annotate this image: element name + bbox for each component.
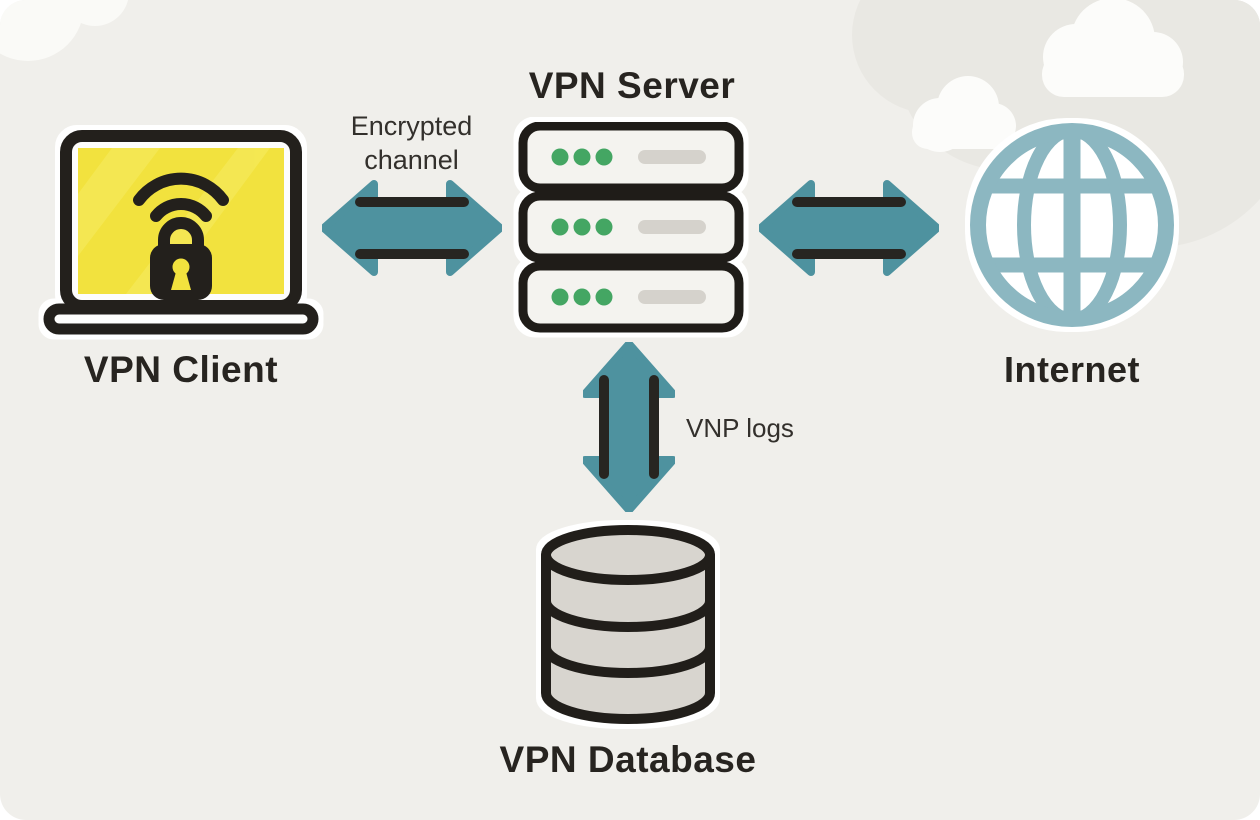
server-internet-arrow-icon [759,180,939,276]
vpn-database-node [538,524,718,731]
vpn-server-node [518,121,744,341]
vpn-client-node [42,128,320,340]
laptop-base [43,303,319,335]
database-cylinder-icon [541,525,715,724]
background-cloud-topleft [0,0,129,61]
client-server-arrow-icon [322,180,502,276]
vpn-client-label: VPN Client [83,349,279,390]
encrypted-channel-label: Encrypted channel [350,111,473,175]
padlock-icon [150,217,212,300]
globe-icon [970,123,1174,327]
internet-node [963,116,1181,339]
laptop-lock-icon [43,130,319,335]
vpn-database-label: VPN Database [499,739,757,780]
wifi-signal-icon [133,172,229,222]
vpn-server-label: VPN Server [528,65,736,106]
server-stack-icon [518,121,744,333]
server-unit [518,121,744,193]
internet-label: Internet [1003,349,1140,390]
server-unit [518,261,744,333]
server-unit [518,191,744,263]
clouds-white [912,0,1184,152]
server-database-arrow-icon [583,342,675,512]
vnp-logs-label: VNP logs [686,413,794,443]
